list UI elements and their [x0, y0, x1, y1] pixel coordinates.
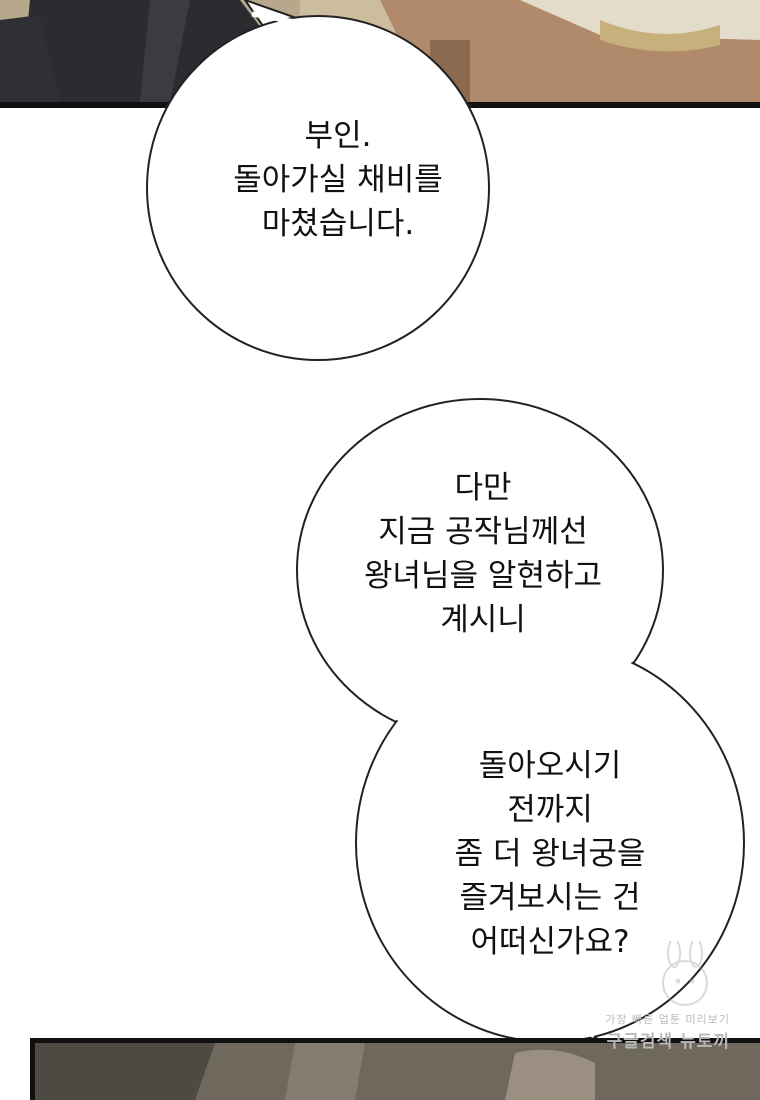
- speech-bubble-first: [146, 0, 490, 361]
- watermark-rabbit-logo-icon: [662, 941, 708, 1006]
- bottom-manga-panel: [30, 1038, 760, 1100]
- watermark-tagline: 가장 빠른 업툰 미리보기: [605, 1013, 730, 1026]
- speech-text-third: 돌아오시기 전까지 좀 더 왕녀궁을 즐겨보시는 건 어떠신가요?: [454, 748, 646, 960]
- speech-text-first: 부인. 돌아가실 채비를 마쳤습니다.: [233, 118, 443, 242]
- speech-bubble-second-third: [296, 398, 745, 1100]
- watermark-site: 구글검색 뉴토끼: [606, 1032, 730, 1052]
- speech-text-second: 다만 지금 공작님께선 왕녀님을 알현하고 계시니: [363, 470, 602, 638]
- watermark: 가장 빠른 업툰 미리보기 구글검색 뉴토끼: [605, 941, 730, 1052]
- bottom-panel-scene: [35, 1043, 760, 1100]
